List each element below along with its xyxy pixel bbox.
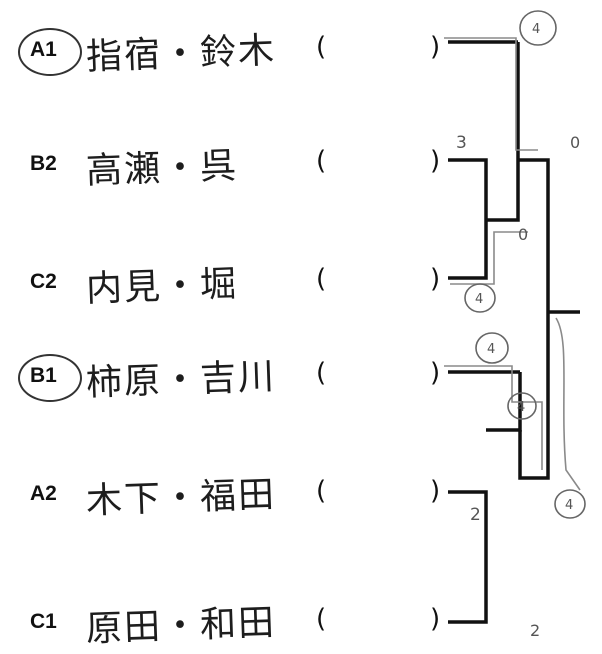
tournament-bracket: 3 2 2 0 0 4 4 4 4 4 xyxy=(444,10,586,640)
entry-row-b1: B1 柿原・吉川 ( ) xyxy=(0,348,470,408)
pencil-trace-b1 xyxy=(444,365,543,470)
bracket-line-top-semi xyxy=(486,42,520,222)
seed-label: B2 xyxy=(30,152,57,175)
circled-mark-b1-text: 4 xyxy=(487,342,495,357)
handwritten-score-final: 0 xyxy=(570,133,580,152)
score-paren-close: ) xyxy=(430,264,441,294)
handwritten-score-b2: 3 xyxy=(456,133,467,153)
bracket-sheet: A1 指宿・鈴木 ( ) B2 高瀬・呉 ( ) C2 内見・堀 ( ) B1 … xyxy=(0,10,586,650)
entry-row-b2: B2 高瀬・呉 ( ) xyxy=(0,136,470,196)
circled-mark-c2-text: 4 xyxy=(475,292,483,307)
bracket-line-b2-c2 xyxy=(448,158,488,280)
bracket-line-a2-c1 xyxy=(448,490,488,624)
seed-label: B1 xyxy=(18,354,82,402)
bracket-line-bottom-semi xyxy=(486,372,522,432)
score-paren-open: ( xyxy=(316,358,327,388)
pencil-traces xyxy=(444,37,581,491)
circled-mark-c2: 4 xyxy=(464,283,496,313)
bracket-line-final xyxy=(518,158,550,480)
circled-mark-b1: 4 xyxy=(475,332,509,364)
seed-label: A1 xyxy=(18,28,82,76)
score-paren-close: ) xyxy=(430,358,441,388)
score-paren-close: ) xyxy=(430,32,441,62)
handwritten-score-semi-top: 0 xyxy=(518,225,528,244)
circled-mark-final-bottom: 4 xyxy=(554,489,586,519)
handwritten-score-a2: 2 xyxy=(470,505,481,525)
circled-mark-semi-bottom-text: 4 xyxy=(517,400,525,415)
circled-mark-a1-text: 4 xyxy=(532,22,540,37)
circled-mark-semi-bottom: 4 xyxy=(507,392,537,420)
score-paren-close: ) xyxy=(430,604,441,634)
pencil-trace-final xyxy=(555,317,581,491)
circled-mark-a1: 4 xyxy=(519,10,557,46)
seed-label: A2 xyxy=(30,482,57,505)
pencil-trace-a1 xyxy=(444,37,538,151)
score-paren-open: ( xyxy=(316,476,327,506)
entry-row-c1: C1 原田・和田 ( ) xyxy=(0,594,470,654)
handwritten-score-c1: 2 xyxy=(530,621,540,640)
score-paren-open: ( xyxy=(316,604,327,634)
score-paren-close: ) xyxy=(430,146,441,176)
entry-row-a1: A1 指宿・鈴木 ( ) xyxy=(0,22,470,82)
score-paren-close: ) xyxy=(430,476,441,506)
entry-row-a2: A2 木下・福田 ( ) xyxy=(0,466,470,526)
pencil-trace-c2 xyxy=(450,231,528,285)
seed-label: C1 xyxy=(30,610,57,633)
score-paren-open: ( xyxy=(316,146,327,176)
circled-mark-final-bottom-text: 4 xyxy=(565,498,573,513)
entry-row-c2: C2 内見・堀 ( ) xyxy=(0,254,470,314)
bracket-lines xyxy=(448,40,580,624)
score-paren-open: ( xyxy=(316,264,327,294)
seed-label: C2 xyxy=(30,270,57,293)
score-paren-open: ( xyxy=(316,32,327,62)
